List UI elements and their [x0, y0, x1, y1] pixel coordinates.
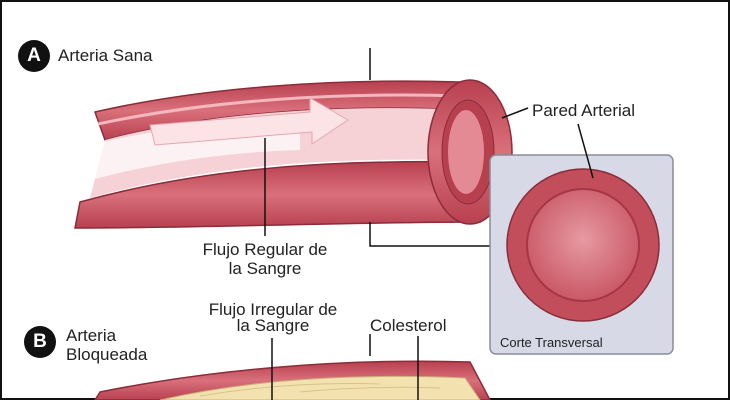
label-regular-flow-line2: la Sangre [228, 259, 302, 278]
title-blocked-artery: Arteria Bloqueada [66, 326, 147, 364]
artery-b-plaque [159, 375, 481, 400]
artery-a-inner-line [97, 93, 463, 126]
cross-section-inner [526, 188, 640, 302]
label-cholesterol: Colesterol [370, 316, 447, 335]
title-healthy-artery: Arteria Sana [58, 46, 153, 65]
artery-b-plaque-texture [199, 383, 441, 397]
label-arterial-wall: Pared Arterial [532, 101, 635, 120]
label-irregular-flow: Flujo Irregular de la Sangre [188, 300, 358, 335]
flow-arrow-a [149, 97, 349, 146]
label-irregular-flow-line2: la Sangre [236, 316, 310, 335]
pointer-wall [501, 107, 529, 119]
badge-b: B [24, 326, 56, 358]
label-irregular-flow-line1: Flujo Irregular de [208, 300, 338, 319]
label-regular-flow-line1: Flujo Regular de [202, 240, 328, 259]
label-regular-flow: Flujo Regular de la Sangre [180, 240, 350, 278]
badge-a: A [18, 40, 50, 72]
label-cross-section: Corte Transversal [500, 335, 603, 350]
pointer-cross-section [369, 222, 490, 247]
artery-a-open-end-lumen [448, 110, 484, 194]
title-blocked-artery-line1: Arteria [66, 326, 117, 345]
title-blocked-artery-line2: Bloqueada [66, 345, 148, 364]
pointer-wall-to-cross [577, 123, 594, 179]
